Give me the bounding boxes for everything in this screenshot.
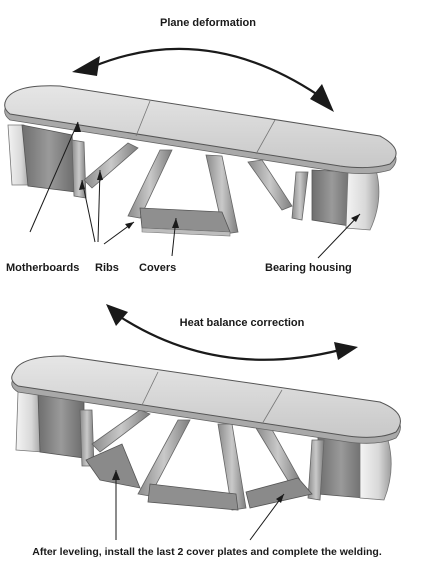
covers-label: Covers [139,262,177,274]
heat-balance-correction-title: Heat balance correction [179,317,305,329]
bottom-left-bearing-housing [15,391,85,459]
bottom-leader-lines [115,470,285,541]
bottom-ribs [79,409,325,511]
top-leader-arrowheads [74,122,360,229]
bottom-leveled-plate [11,355,401,444]
top-deformed-plate [4,85,397,174]
bottom-leader-arrowheads [112,470,284,503]
bearing-housing-label: Bearing housing [265,262,352,274]
top-right-bearing-housing [311,169,380,231]
top-deformation-arrow [72,47,334,112]
ribs-label: Ribs [95,262,119,274]
top-left-bearing-housing [7,124,77,193]
bottom-assembly [11,355,401,511]
bottom-right-bearing-housing [317,435,392,501]
plane-deformation-title: Plane deformation [160,17,256,29]
middle-correction-arrow [106,304,358,361]
bottom-caption: After leveling, install the last 2 cover… [32,546,382,558]
motherboards-label: Motherboards [6,262,80,274]
bottom-cover-plates [85,443,313,511]
top-assembly [4,85,397,237]
